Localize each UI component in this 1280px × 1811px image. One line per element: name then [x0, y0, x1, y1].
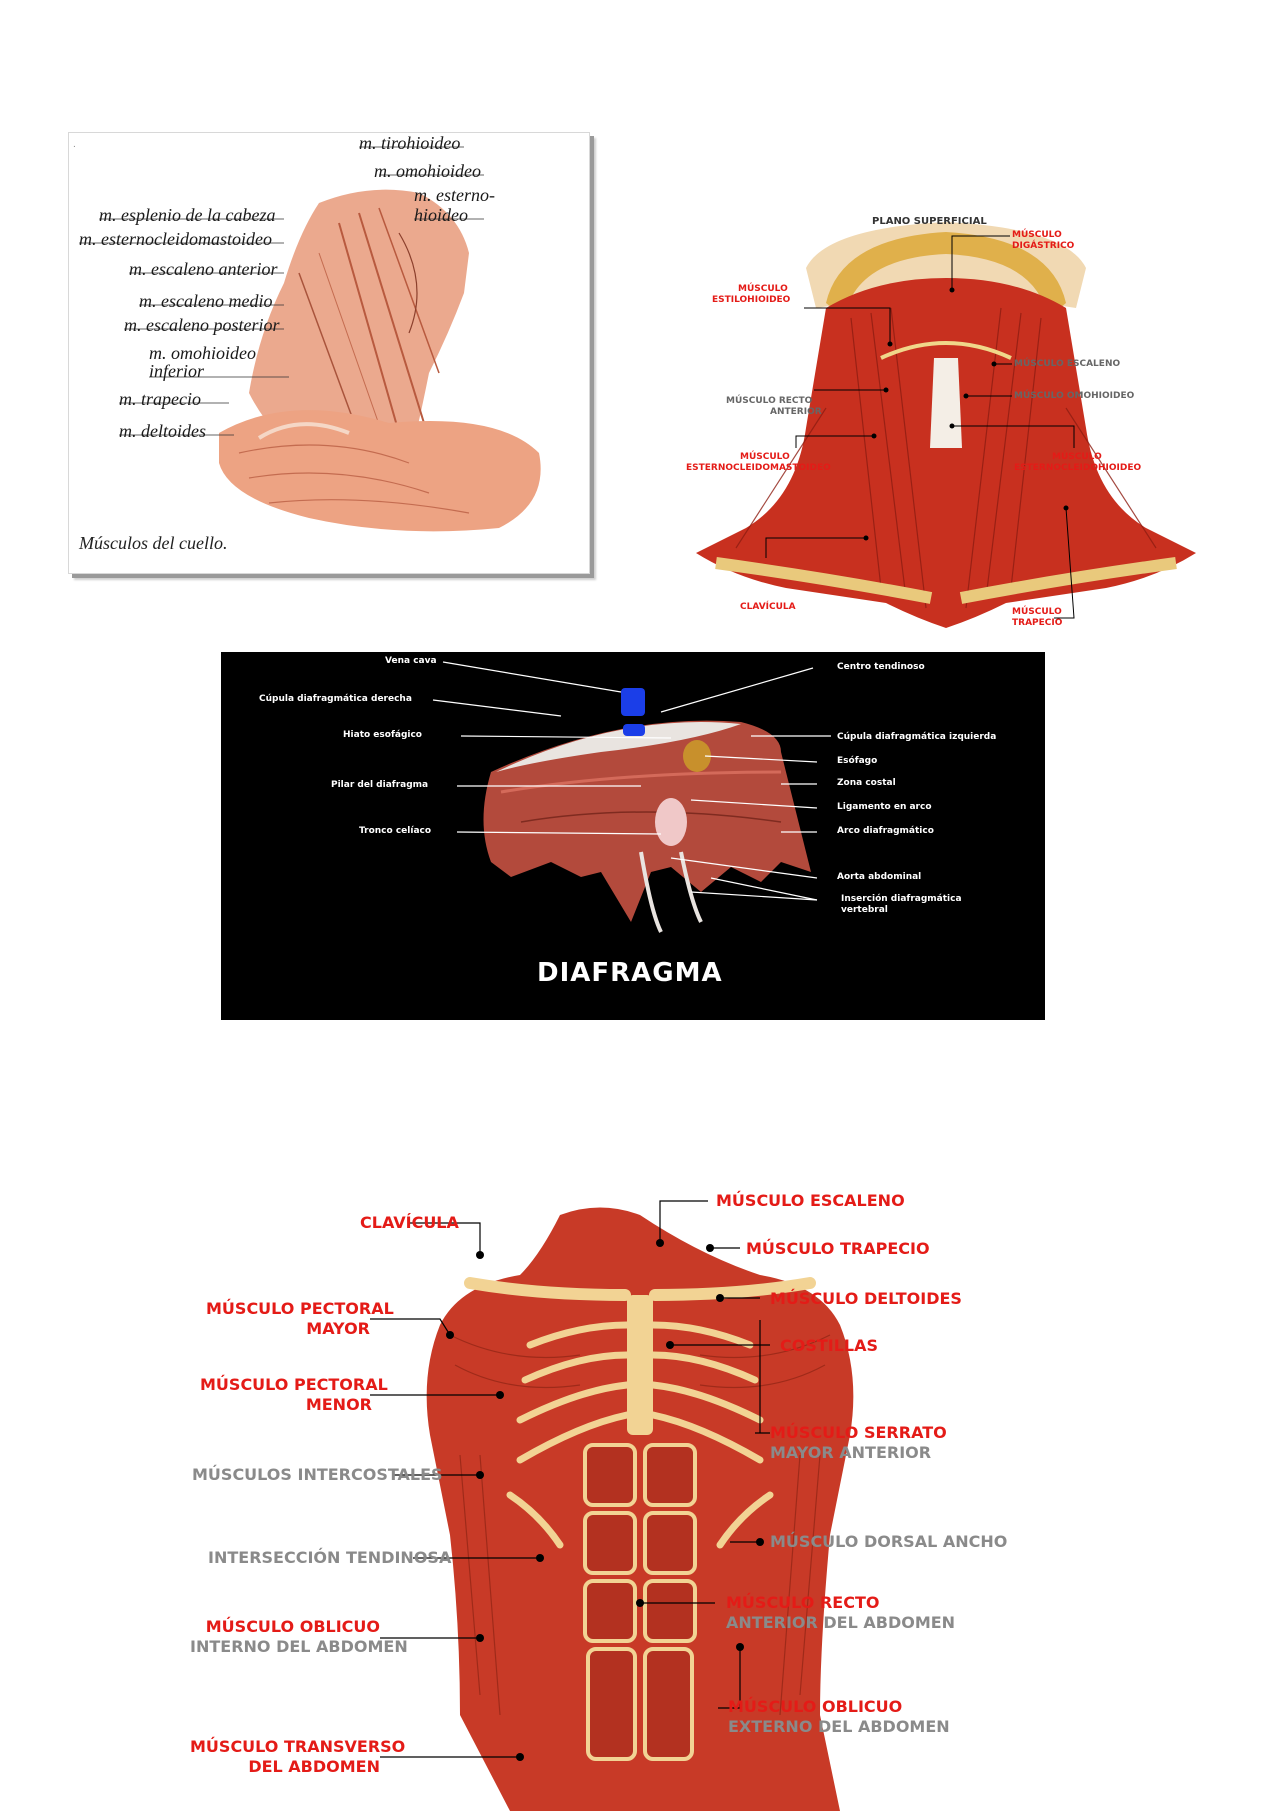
neck-front-illustration: [696, 222, 1196, 628]
torso-figure: MÚSCULO ESCALENO CLAVÍCULA MÚSCULO TRAPE…: [180, 1191, 1100, 1811]
label-escaleno: MÚSCULO ESCALENO: [716, 1191, 905, 1210]
label-centro-tendinoso: Centro tendinoso: [837, 662, 925, 672]
label-ecm-1: MÚSCULO: [740, 452, 790, 462]
label-digastrico-2: DIGÁSTRICO: [1012, 241, 1075, 251]
label-omohioideo-inferior-2: inferior: [149, 361, 205, 381]
label-escaleno-posterior: m. escaleno posterior: [124, 315, 280, 335]
label-transverso-1: MÚSCULO TRANSVERSO: [190, 1737, 406, 1756]
label-esternocleidomastoideo: m. esternocleidomastoideo: [79, 229, 272, 249]
label-ecm-2: ESTERNOCLEIDOMASTOIDEO: [686, 463, 831, 473]
neck-lateral-figure: . m. tirohioideo m. omohioideo m. es: [68, 132, 590, 574]
torso-illustration: [370, 1200, 854, 1811]
label-insercion-2: vertebral: [841, 905, 888, 915]
label-esternohioideo-1: m. esterno-: [414, 185, 495, 205]
label-pectoral-menor-1: MÚSCULO PECTORAL: [200, 1375, 388, 1394]
label-pectoral-mayor-2: MAYOR: [306, 1319, 370, 1338]
label-oblicuo-interno-2: INTERNO DEL ABDOMEN: [190, 1637, 408, 1656]
label-omohioideo-inferior-1: m. omohioideo: [149, 343, 256, 363]
label-recto-anterior-2: ANTERIOR: [770, 407, 822, 417]
label-dorsal-ancho: MÚSCULO DORSAL ANCHO: [770, 1532, 1008, 1551]
label-deltoides: m. deltoides: [119, 421, 206, 441]
label-esofago: Esófago: [837, 756, 878, 766]
diaphragm-illustration: [432, 661, 831, 933]
label-omohioideo: m. omohioideo: [374, 161, 481, 181]
label-esplenio: m. esplenio de la cabeza: [99, 205, 276, 225]
label-serrato-2: MAYOR ANTERIOR: [770, 1443, 932, 1462]
label-pilar: Pilar del diafragma: [331, 780, 429, 790]
label-clavicula: CLAVÍCULA: [360, 1213, 459, 1232]
label-cupula-izquierda: Cúpula diafragmática izquierda: [837, 732, 997, 742]
neck-lateral-illustration: [79, 146, 541, 532]
label-recto-anterior-2: ANTERIOR DEL ABDOMEN: [726, 1613, 956, 1632]
label-zona-costal: Zona costal: [837, 778, 896, 788]
plane-title: PLANO SUPERFICIAL: [872, 216, 987, 227]
label-arco-diafragmatico: Arco diafragmático: [837, 826, 934, 836]
label-transverso-2: DEL ABDOMEN: [248, 1757, 380, 1776]
label-insercion-1: Inserción diafragmática: [841, 894, 962, 904]
diaphragm-title: DIAFRAGMA: [537, 958, 723, 988]
label-ecmh-2: ESTERNOCLEIDOHIOIDEO: [1014, 463, 1142, 473]
label-cupula-derecha: Cúpula diafragmática derecha: [259, 694, 412, 704]
label-vena-cava: Vena cava: [385, 656, 437, 666]
label-ligamento-arco: Ligamento en arco: [837, 802, 932, 812]
label-pectoral-menor-2: MENOR: [305, 1395, 372, 1414]
label-oblicuo-externo-1: MÚSCULO OBLICUO: [728, 1697, 903, 1716]
label-trapecio: MÚSCULO TRAPECIO: [746, 1239, 930, 1258]
label-tronco-celiaco: Tronco celíaco: [359, 826, 432, 836]
label-recto-anterior-1: MÚSCULO RECTO: [726, 1593, 880, 1612]
label-trapecio-1: MÚSCULO: [1012, 607, 1062, 617]
figure-caption: Músculos del cuello.: [79, 533, 228, 553]
label-trapecio: m. trapecio: [119, 389, 201, 409]
label-oblicuo-interno-1: MÚSCULO OBLICUO: [205, 1617, 380, 1636]
label-escaleno: MÚSCULO ESCALENO: [1014, 359, 1121, 369]
label-ecmh-1: MÚSCULO: [1052, 452, 1102, 462]
neck-superficial-figure: PLANO SUPERFICIAL MÚSCULO DIGÁSTRICO MÚS…: [676, 208, 1216, 628]
label-estilohioideo-2: ESTILOHIOIDEO: [712, 295, 791, 305]
label-intercostales: MÚSCULOS INTERCOSTALES: [192, 1465, 443, 1484]
label-esternohioideo-2: hioideo: [414, 205, 468, 225]
label-aorta-abdominal: Aorta abdominal: [837, 872, 922, 882]
label-serrato-1: MÚSCULO SERRATO: [770, 1423, 947, 1442]
label-hiato-esofagico: Hiato esofágico: [343, 730, 422, 740]
label-escaleno-anterior: m. escaleno anterior: [129, 259, 278, 279]
label-tirohioideo: m. tirohioideo: [359, 133, 461, 153]
label-digastrico-1: MÚSCULO: [1012, 230, 1062, 240]
label-recto-anterior-1: MÚSCULO RECTO: [726, 396, 813, 406]
diaphragm-figure: Vena cava Cúpula diafragmática derecha H…: [221, 652, 1045, 1020]
label-escaleno-medio: m. escaleno medio: [139, 291, 273, 311]
label-oblicuo-externo-2: EXTERNO DEL ABDOMEN: [728, 1717, 950, 1736]
label-pectoral-mayor-1: MÚSCULO PECTORAL: [206, 1299, 394, 1318]
label-estilohioideo-1: MÚSCULO: [738, 284, 788, 294]
label-clavicula: CLAVÍCULA: [740, 602, 796, 612]
label-costillas: COSTILLAS: [780, 1336, 879, 1355]
label-omohioideo: MÚSCULO OMOHIOIDEO: [1014, 391, 1135, 401]
label-trapecio-2: TRAPECIO: [1012, 618, 1063, 628]
label-deltoides: MÚSCULO DELTOIDES: [770, 1289, 962, 1308]
label-interseccion: INTERSECCIÓN TENDINOSA: [208, 1548, 452, 1567]
